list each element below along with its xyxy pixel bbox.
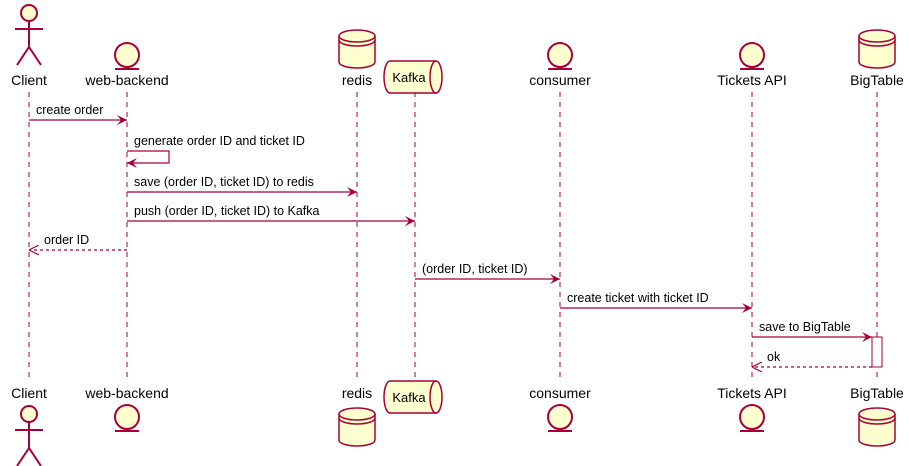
- actor-leg: [16, 447, 30, 466]
- database-icon: [338, 29, 376, 69]
- actor-leg: [28, 46, 42, 66]
- participant-tickets-api-bottom: Tickets API: [717, 385, 787, 432]
- participant-redis-top: redis: [338, 29, 376, 88]
- queue-end: [429, 60, 437, 94]
- database-body: [858, 29, 896, 69]
- actor-icon: [15, 4, 43, 66]
- participant-label: redis: [342, 385, 372, 401]
- actor-leg: [16, 46, 30, 66]
- participant-consumer-bottom: consumer: [529, 385, 591, 432]
- database-body: [858, 407, 896, 447]
- participant-label: Tickets API: [717, 385, 787, 401]
- entity-icon: [114, 42, 140, 70]
- queue-icon: Kafka: [383, 380, 443, 414]
- actor-head: [20, 405, 38, 423]
- database-rim: [858, 413, 896, 421]
- database-rim: [858, 35, 896, 43]
- participant-client-bottom: Client: [11, 385, 47, 466]
- entity-icon: [739, 404, 765, 432]
- database-rim: [858, 417, 896, 425]
- message-4: push (order ID, ticket ID) to Kafka: [127, 204, 415, 226]
- message-label: (order ID, ticket ID): [422, 262, 528, 276]
- participant-headers-top: Client web-backend redis Kafka consumer Ticke…: [11, 4, 904, 94]
- activation-bars: [871, 336, 883, 368]
- participant-web-backend-bottom: web-backend: [84, 385, 169, 432]
- participant-bigtable-top: BigTable: [850, 29, 904, 88]
- participant-label: web-backend: [84, 385, 168, 401]
- actor-leg: [28, 447, 42, 466]
- participant-label: web-backend: [84, 72, 168, 88]
- message-6: (order ID, ticket ID): [415, 262, 560, 284]
- queue-icon: Kafka: [383, 60, 443, 94]
- message-1: create order: [29, 103, 127, 125]
- entity-circle: [547, 404, 573, 430]
- lifelines: [28, 92, 878, 378]
- messages: create order generate order ID and ticket…: [29, 103, 872, 367]
- actor-head: [20, 4, 38, 22]
- message-label: push (order ID, ticket ID) to Kafka: [134, 204, 320, 218]
- database-body: [338, 29, 376, 69]
- entity-icon: [547, 42, 573, 70]
- message-3: save (order ID, ticket ID) to redis: [127, 175, 357, 197]
- participant-label: consumer: [529, 72, 591, 88]
- message-9: ok: [752, 350, 872, 367]
- message-label: save (order ID, ticket ID) to redis: [134, 175, 314, 189]
- message-label: save to BigTable: [759, 320, 851, 334]
- entity-icon: [114, 404, 140, 432]
- entity-circle: [739, 404, 765, 430]
- participant-redis-bottom: redis: [338, 385, 376, 447]
- message-label: ok: [767, 350, 781, 364]
- database-rim: [858, 39, 896, 47]
- entity-icon: [547, 404, 573, 432]
- database-icon: [858, 407, 896, 447]
- participant-label: BigTable: [850, 385, 904, 401]
- entity-icon: [739, 42, 765, 70]
- activation-bigtable: [871, 336, 883, 368]
- entity-circle: [114, 404, 140, 430]
- message-5: order ID: [29, 233, 127, 250]
- database-icon: [338, 407, 376, 447]
- database-icon: [858, 29, 896, 69]
- database-rim: [338, 39, 376, 47]
- participant-label: Client: [11, 72, 47, 88]
- participant-consumer-top: consumer: [529, 42, 591, 88]
- entity-circle: [739, 42, 765, 68]
- participant-label: Client: [11, 385, 47, 401]
- message-8: save to BigTable: [752, 320, 872, 342]
- message-7: create ticket with ticket ID: [560, 291, 752, 313]
- message-arrow: [127, 150, 170, 168]
- database-rim: [338, 417, 376, 425]
- participant-client-top: Client: [11, 4, 47, 88]
- participant-kafka-bottom: Kafka: [383, 380, 443, 414]
- participant-bigtable-bottom: BigTable: [850, 385, 904, 447]
- message-label: generate order ID and ticket ID: [134, 134, 305, 148]
- actor-icon: [15, 405, 43, 466]
- participant-label: Kafka: [392, 70, 426, 85]
- participant-label: Kafka: [392, 390, 426, 405]
- entity-circle: [547, 42, 573, 68]
- participant-label: redis: [342, 72, 372, 88]
- message-label: create order: [36, 103, 103, 117]
- queue-end: [429, 380, 437, 414]
- entity-circle: [114, 42, 140, 68]
- database-body: [338, 407, 376, 447]
- database-rim: [338, 35, 376, 43]
- participant-kafka-top: Kafka: [383, 60, 443, 94]
- database-rim: [338, 413, 376, 421]
- participant-label: consumer: [529, 385, 591, 401]
- participant-label: Tickets API: [717, 72, 787, 88]
- message-label: order ID: [44, 233, 89, 247]
- participant-web-backend-top: web-backend: [84, 42, 169, 88]
- participant-tickets-api-top: Tickets API: [717, 42, 787, 88]
- participant-headers-bottom: Client web-backend redis Kafka consumer Ticke…: [11, 380, 904, 466]
- message-label: create ticket with ticket ID: [567, 291, 709, 305]
- message-2: generate order ID and ticket ID: [127, 134, 305, 168]
- participant-label: BigTable: [850, 72, 904, 88]
